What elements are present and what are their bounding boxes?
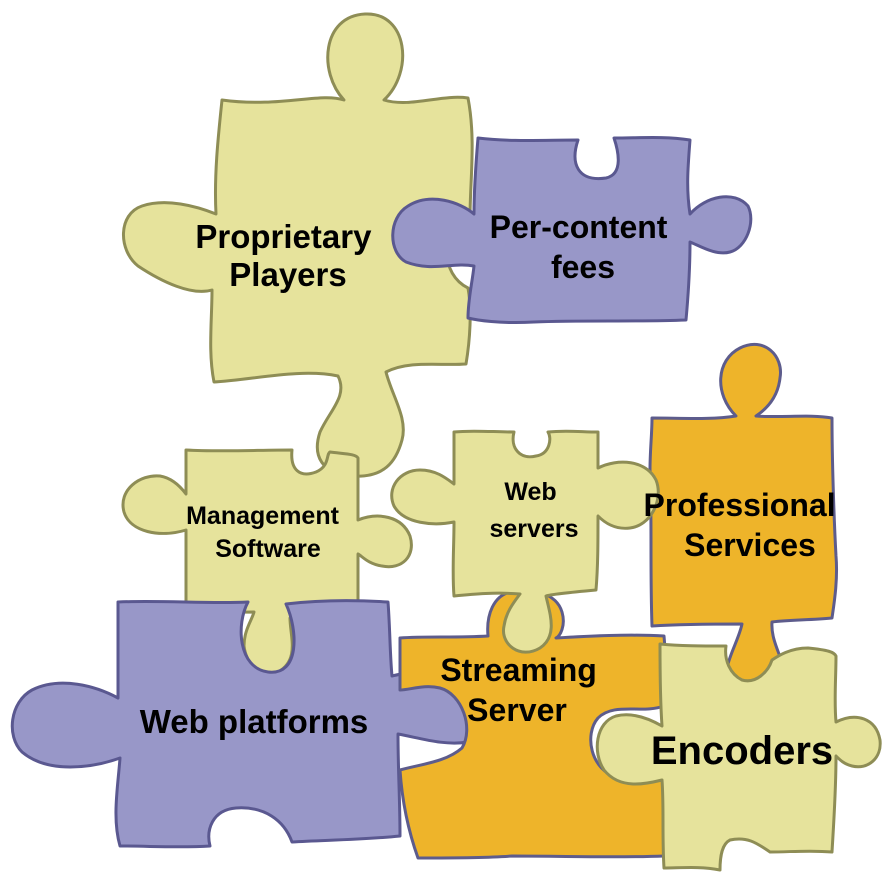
encoders-piece — [595, 642, 882, 872]
web-platforms-label: Web platforms — [140, 703, 369, 740]
streaming-server-label: Streaming Server — [440, 652, 605, 728]
professional-services-label: Professional Services — [644, 487, 845, 563]
proprietary-players-piece — [122, 12, 474, 478]
encoders-label: Encoders — [651, 729, 833, 773]
professional-services-piece — [648, 342, 838, 708]
proprietary-players-label: Proprietary Players — [195, 218, 380, 293]
per-content-fees-label: Per-content fees — [490, 209, 677, 285]
web-platforms-piece — [10, 599, 494, 849]
web-servers-piece — [390, 429, 660, 654]
per-content-fees-piece — [391, 136, 753, 325]
web-servers-label: Web servers — [490, 478, 579, 543]
management-software-label: Management Software — [186, 502, 346, 563]
